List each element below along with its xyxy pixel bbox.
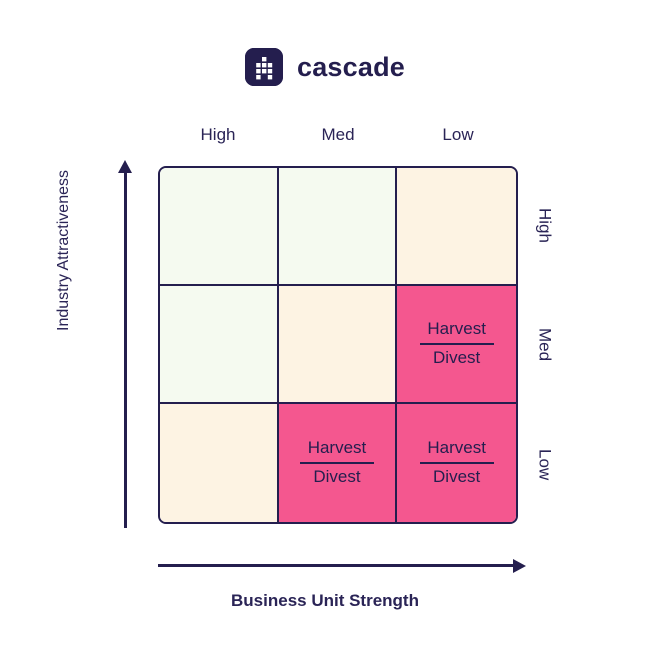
brand-name: cascade [297,51,405,82]
y-axis-arrowhead-icon [118,160,132,173]
matrix-cell-low-high[interactable] [160,404,279,522]
cell-denominator: Divest [433,467,481,486]
cell-numerator: Harvest [427,438,486,458]
cell-label: Harvest Divest [419,319,494,368]
cascade-dots-logo-icon [245,48,283,86]
brand-header: cascade [0,48,650,86]
row-header-1: High [530,166,560,285]
column-header-3: Low [442,125,474,144]
matrix-cell-med-med[interactable] [278,286,398,404]
y-axis-arrow-icon [118,160,132,528]
row-header-1-label: High [535,208,555,244]
x-axis-arrow-icon [158,558,526,574]
cell-numerator: Harvest [307,438,367,458]
cell-denominator: Divest [433,348,481,367]
cell-label: Harvest Divest [419,438,494,487]
y-axis-line [124,168,127,528]
cell-fraction-bar [419,462,494,464]
cell-denominator: Divest [313,467,361,486]
matrix-cell-high-med[interactable] [278,168,398,286]
row-header-3: Low [530,405,560,524]
cell-label: Harvest Divest [299,438,374,487]
matrix-cell-low-med[interactable]: Harvest Divest [278,404,398,522]
x-axis-label: Business Unit Strength [231,591,419,610]
row-header-3-label: Low [535,448,555,480]
row-header-2-label: Med [535,328,555,362]
x-axis-arrowhead-icon [513,558,526,573]
column-headers: High Med Low [158,126,518,143]
cell-numerator: Harvest [427,319,486,339]
matrix-cell-low-low[interactable]: Harvest Divest [397,404,516,522]
cell-fraction-bar [419,343,494,345]
y-axis-label: Industry Attractiveness [55,170,72,331]
matrix-cell-med-low[interactable]: Harvest Divest [397,286,516,404]
row-header-2: Med [530,285,560,404]
column-header-1: High [200,125,236,144]
matrix-cell-high-low[interactable] [397,168,516,286]
matrix-cell-med-high[interactable] [160,286,279,404]
cell-fraction-bar [299,462,374,464]
matrix-cell-high-high[interactable] [160,168,279,286]
row-headers: High Med Low [530,166,560,524]
column-header-2: Med [321,125,355,144]
matrix-grid: Harvest Divest Harvest Divest Harvest [158,166,518,524]
x-axis-line [158,564,518,567]
